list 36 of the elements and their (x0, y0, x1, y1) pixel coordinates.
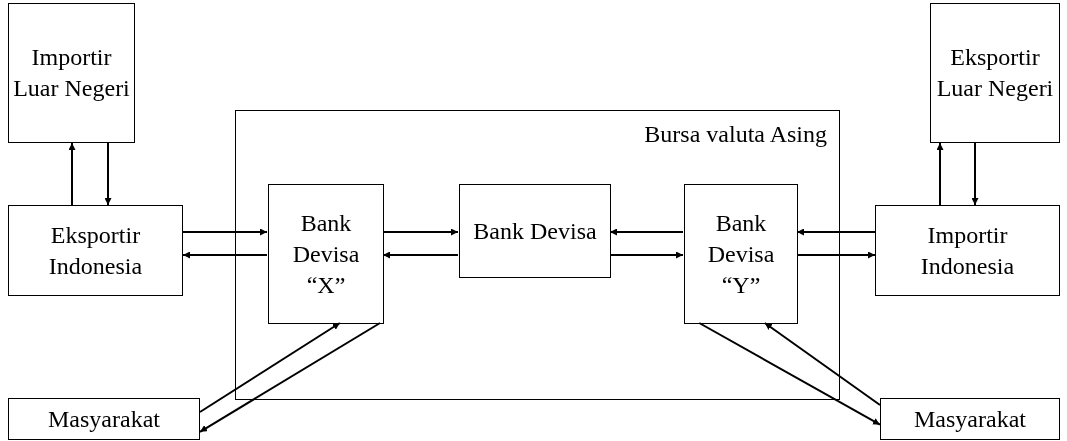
entity-box (8, 205, 183, 296)
node-label: Bank Devisa (472, 216, 598, 246)
entity-box (8, 3, 135, 143)
entity-box (8, 398, 200, 440)
node-label: Bank Devisa “Y” (706, 208, 776, 300)
entity-box (459, 184, 611, 278)
node-label: Masyarakat (913, 404, 1027, 434)
arrow (609, 228, 684, 236)
arrow (199, 322, 382, 433)
arrow (971, 142, 979, 206)
node-label: Bank Devisa “X” (291, 208, 361, 300)
arrow (182, 228, 268, 236)
arrow (936, 142, 944, 206)
arrow (698, 322, 881, 426)
node-label: Importir Luar Negeri (12, 43, 131, 103)
arrow (182, 251, 268, 259)
arrow (763, 322, 881, 407)
entity-box (684, 184, 798, 324)
arrow (609, 251, 684, 259)
entity-box (875, 205, 1060, 296)
group-title: Bursa valuta Asing (644, 120, 827, 149)
arrow (68, 142, 76, 206)
arrow (382, 251, 459, 259)
entity-box (880, 398, 1060, 440)
node-label: Eksportir Indonesia (47, 220, 144, 281)
arrow (796, 251, 876, 259)
arrow (796, 228, 876, 236)
arrow (199, 322, 341, 413)
node-label: Importir Indonesia (919, 220, 1016, 281)
group-box (235, 110, 840, 400)
entity-box (268, 184, 384, 324)
node-label: Eksportir Luar Negeri (935, 43, 1055, 103)
arrow (104, 142, 112, 206)
arrow (382, 228, 459, 236)
node-label: Masyarakat (47, 404, 161, 434)
entity-box (930, 3, 1060, 143)
